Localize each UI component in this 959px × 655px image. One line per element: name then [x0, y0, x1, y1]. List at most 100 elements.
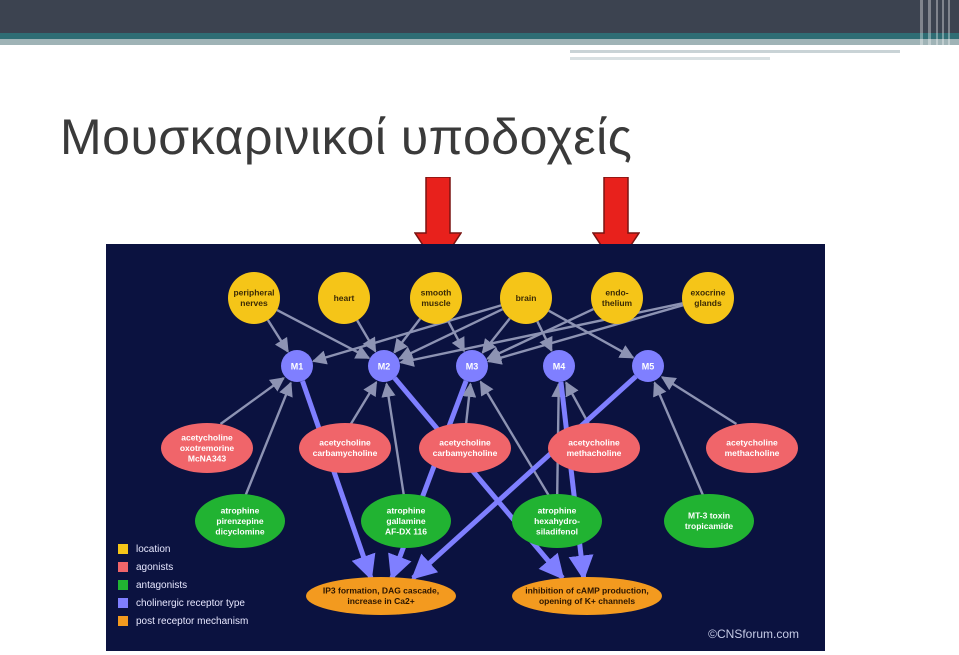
node-label-line: carbamycholine	[433, 448, 498, 458]
legend-label: cholinergic receptor type	[136, 597, 245, 609]
mechanism-node: inhibition of cAMP production,opening of…	[512, 577, 662, 615]
legend-swatch	[118, 562, 128, 572]
node-label-line: IP3 formation, DAG cascade,	[323, 586, 439, 596]
node-label-line: carbamycholine	[313, 448, 378, 458]
legend-item: post receptor mechanism	[118, 612, 248, 630]
node-label-line: muscle	[421, 298, 451, 308]
legend-item: agonists	[118, 558, 248, 576]
relation-edge	[461, 382, 477, 425]
node-label-line: acetycholine	[568, 438, 620, 448]
node-label-line: increase in Ca2+	[347, 596, 414, 606]
mechanism-edge	[388, 379, 469, 581]
node-label-line: dicyclomine	[215, 526, 264, 536]
legend-swatch	[118, 598, 128, 608]
relation-edge	[244, 381, 293, 496]
receptor-label: M1	[291, 362, 304, 372]
agonist-node-shape	[706, 423, 798, 473]
receptor-node: M2	[368, 350, 400, 382]
location-node-shape	[591, 272, 643, 324]
relation-edge	[381, 382, 405, 496]
legend-label: post receptor mechanism	[136, 615, 249, 627]
antagonist-node-shape	[361, 494, 451, 548]
legend-item: location	[118, 540, 248, 558]
receptor-label: M3	[466, 362, 479, 372]
node-label-line: methacholine	[725, 448, 780, 458]
slide-title: Μουσκαρινικοί υποδοχείς	[60, 109, 633, 165]
relation-edge	[356, 319, 377, 353]
location-node: endo-thelium	[591, 272, 643, 324]
node-label-line: pirenzepine	[216, 516, 264, 526]
node-label-line: atrophine	[538, 505, 577, 515]
relation-edge	[548, 309, 635, 359]
legend-swatch	[118, 580, 128, 590]
receptor-node: M3	[456, 350, 488, 382]
legend-label: location	[136, 543, 171, 555]
location-node-shape	[228, 272, 280, 324]
antagonist-node-shape	[512, 494, 602, 548]
location-node-shape	[410, 272, 462, 324]
mechanism-edge	[411, 374, 638, 580]
node-label-line: AF-DX 116	[385, 526, 427, 536]
relation-edge	[565, 381, 590, 425]
relation-edge	[536, 320, 553, 353]
node-label-line: MT-3 toxin	[688, 511, 730, 521]
antagonist-node-shape	[195, 494, 285, 548]
agonist-node-shape	[419, 423, 511, 473]
receptor-node: M1	[281, 350, 313, 382]
node-label-line: brain	[516, 293, 537, 303]
mechanism-node-shape	[306, 577, 456, 615]
relation-edge	[311, 304, 502, 365]
node-label-line: thelium	[602, 298, 633, 308]
receptor-node: M4	[543, 350, 575, 382]
relation-edge	[481, 317, 511, 354]
relation-edge	[660, 376, 738, 426]
relation-edge	[447, 320, 466, 353]
relation-edge	[266, 319, 289, 353]
node-label-line: atrophine	[221, 505, 260, 515]
agonist-node-shape	[548, 423, 640, 473]
node-label-line: gallamine	[386, 516, 425, 526]
relation-edge	[486, 304, 684, 365]
receptor-node: M5	[632, 350, 664, 382]
legend-item: cholinergic receptor type	[118, 594, 248, 612]
location-node: heart	[318, 272, 370, 324]
receptor-node-shape	[281, 350, 313, 382]
location-node-shape	[318, 272, 370, 324]
mechanism-edge	[300, 380, 376, 581]
node-label-line: acetycholine	[726, 438, 778, 448]
location-node-shape	[500, 272, 552, 324]
slide-header-bar	[0, 0, 959, 60]
legend-swatch	[118, 616, 128, 626]
node-label-line: siladifenol	[536, 526, 578, 536]
legend-swatch	[118, 544, 128, 554]
node-label-line: inhibition of cAMP production,	[525, 586, 649, 596]
receptor-label: M5	[642, 362, 655, 372]
relation-edge	[349, 381, 378, 425]
node-label-line: methacholine	[567, 448, 622, 458]
legend-item: antagonists	[118, 576, 248, 594]
receptor-label: M4	[553, 362, 566, 372]
node-label-line: atrophine	[387, 505, 426, 515]
receptor-node-shape	[456, 350, 488, 382]
receptor-node-shape	[543, 350, 575, 382]
node-label-line: oxotremorine	[180, 443, 235, 453]
node-label-line: acetycholine	[181, 432, 233, 442]
location-node-shape	[682, 272, 734, 324]
node-label-line: exocrine	[691, 288, 726, 298]
node-label-line: glands	[694, 298, 722, 308]
receptor-node-shape	[632, 350, 664, 382]
mechanism-edge	[558, 381, 594, 581]
node-label-line: smooth	[421, 288, 452, 298]
receptor-node-shape	[368, 350, 400, 382]
mechanism-node: IP3 formation, DAG cascade,increase in C…	[306, 577, 456, 615]
